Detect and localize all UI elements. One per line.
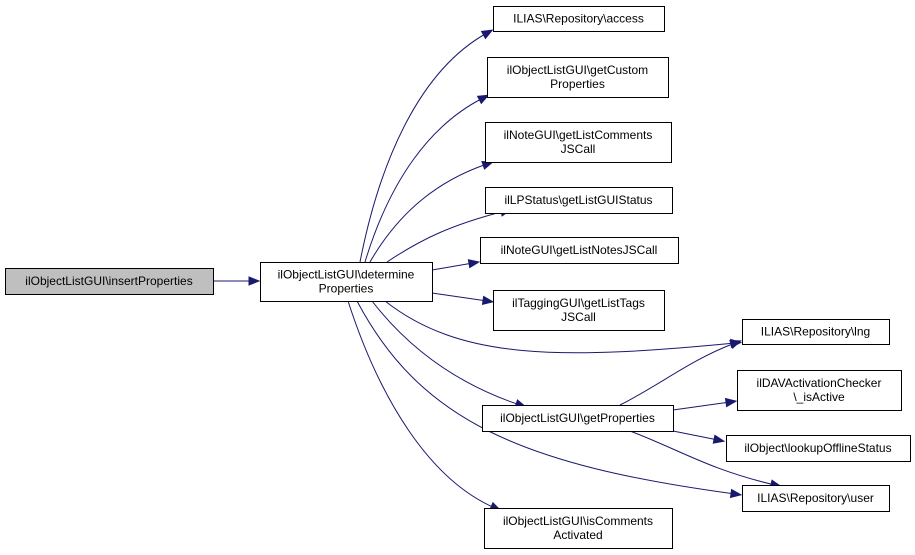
node-box[interactable] [485, 187, 673, 214]
node-box[interactable] [260, 262, 433, 302]
node-label: ilObject\lookupOfflineStatus [744, 441, 891, 455]
edge-determineProperties-to-getCustomProperties [364, 94, 490, 263]
node-box[interactable] [5, 268, 214, 295]
edge-line [359, 32, 488, 263]
node-label: ilLPStatus\getListGUIStatus [504, 193, 652, 207]
edge-line [347, 300, 496, 509]
edge-line [364, 97, 484, 263]
edge-line [431, 292, 488, 302]
edge-line [384, 300, 736, 354]
node-insertProperties[interactable]: ilObjectListGUI\insertProperties [5, 268, 214, 295]
node-getListGUIStatus[interactable]: ilLPStatus\getListGUIStatus [485, 187, 673, 214]
edge-line [672, 430, 719, 441]
node-box[interactable] [482, 405, 674, 432]
node-getListNotesJSCall[interactable]: ilNoteGUI\getListNotesJSCall [480, 237, 679, 264]
node-label: ilObjectListGUI\determine [278, 268, 415, 282]
edge-line [371, 300, 521, 406]
node-label: Properties [550, 77, 605, 91]
arrow-head-icon [712, 434, 726, 444]
nodes-layer: ilObjectListGUI\insertProperties ilObject… [5, 6, 911, 549]
arrow-head-icon [724, 397, 738, 408]
node-lng[interactable]: ILIAS\Repository\lng [742, 319, 890, 345]
node-box[interactable] [493, 6, 665, 32]
node-box[interactable] [484, 508, 673, 549]
node-label: ilObjectListGUI\getProperties [500, 411, 655, 425]
node-box[interactable] [493, 290, 665, 331]
node-label: JSCall [561, 310, 596, 324]
node-getProperties[interactable]: ilObjectListGUI\getProperties [482, 405, 674, 432]
node-label: ilObjectListGUI\isComments [503, 514, 653, 528]
node-label: ilDAVActivationChecker [757, 376, 882, 390]
node-user[interactable]: ILIAS\Repository\user [742, 485, 890, 512]
node-box[interactable] [726, 435, 911, 462]
node-label: Activated [553, 528, 602, 542]
node-label: ilTaggingGUI\getListTags [512, 296, 645, 310]
edge-getProperties-to-lng [619, 340, 742, 406]
arrow-head-icon [729, 340, 742, 350]
arrow-head-icon [480, 29, 494, 40]
edge-determineProperties-to-getListTagsJSCall [431, 292, 495, 306]
node-box[interactable] [480, 237, 679, 264]
edge-line [431, 262, 474, 271]
arrow-head-icon [729, 488, 743, 499]
node-label: \_isActive [793, 390, 845, 404]
edge-line [386, 210, 506, 263]
node-lookupOfflineStatus[interactable]: ilObject\lookupOfflineStatus [726, 435, 911, 462]
node-label: ilNoteGUI\getListNotesJSCall [501, 243, 658, 257]
edge-line [369, 163, 488, 263]
edge-determineProperties-to-getListCommentsJSCall [369, 160, 494, 263]
node-box[interactable] [487, 57, 669, 98]
node-label: ILIAS\Repository\user [757, 491, 874, 505]
node-label: ilNoteGUI\getListComments [504, 128, 653, 142]
node-box[interactable] [742, 485, 890, 512]
node-access[interactable]: ILIAS\Repository\access [493, 6, 665, 32]
node-label: Properties [319, 282, 374, 296]
edge-determineProperties-to-getListNotesJSCall [431, 259, 481, 271]
node-isActive[interactable]: ilDAVActivationChecker\_isActive [737, 370, 902, 411]
node-label: ilObjectListGUI\getCustom [507, 63, 648, 77]
edge-determineProperties-to-isCommentsActivated [347, 300, 502, 511]
node-label: JSCall [561, 142, 596, 156]
edge-line [672, 401, 731, 411]
edge-getProperties-to-isActive [672, 397, 738, 411]
node-label: ILIAS\Repository\lng [761, 325, 870, 339]
edge-line [619, 342, 736, 406]
node-box[interactable] [737, 370, 902, 411]
node-box[interactable] [485, 122, 672, 163]
arrow-head-icon [248, 276, 261, 286]
arrow-head-icon [467, 259, 481, 269]
edge-getProperties-to-lookupOfflineStatus [672, 430, 726, 444]
node-label: ILIAS\Repository\access [513, 12, 644, 26]
node-label: ilObjectListGUI\insertProperties [25, 274, 192, 288]
arrow-head-icon [481, 295, 495, 306]
node-box[interactable] [742, 319, 890, 345]
edge-line [629, 430, 776, 486]
edge-determineProperties-to-access [359, 29, 494, 263]
edge-insertProperties-to-determineProperties [213, 276, 261, 286]
arrow-head-icon [476, 94, 490, 105]
